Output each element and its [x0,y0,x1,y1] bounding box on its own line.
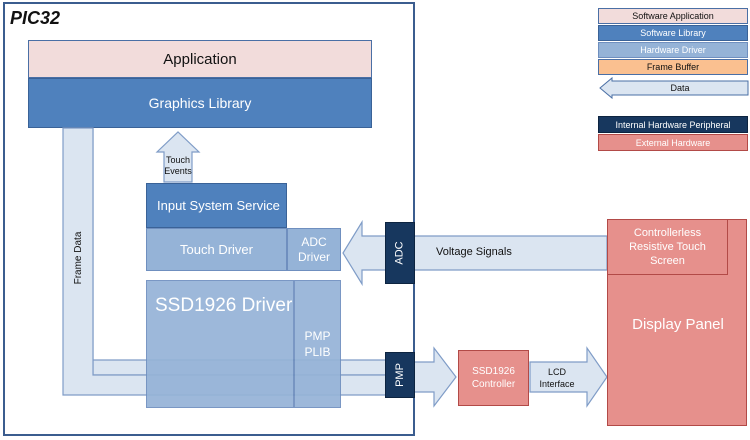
display-panel-label: Display Panel [632,315,724,333]
touch-events-arrow [155,131,201,183]
adc-peripheral-block: ADC [385,222,415,284]
lcd-interface-label: LCD Interface [539,367,575,389]
pic32-title: PIC32 [10,8,61,28]
input-system-service-label: Input System Service [157,198,280,213]
legend-external-hardware: External Hardware [598,134,748,151]
controllerless-touch-block: Controllerless Resistive Touch Screen [607,219,728,275]
pmp-peripheral-block: PMP [385,352,415,398]
legend-internal-hardware-peripheral: Internal Hardware Peripheral [598,116,748,133]
legend-data: Data [670,83,690,93]
ssd1926-controller-block: SSD1926 Controller [458,350,529,406]
voltage-signals-label: Voltage Signals [436,246,512,258]
ssd1926-driver-block: SSD1926 Driver [146,280,294,408]
legend-software-application: Software Application [598,8,748,24]
legend-software-library: Software Library [598,25,748,41]
legend-data-arrow-shape [599,76,749,100]
touch-events-label: Touch Events [164,155,192,176]
adc-driver-block: ADC Driver [287,228,341,271]
graphics-library-block: Graphics Library [28,78,372,128]
pmp-plib-block: PMP PLIB [294,280,341,408]
frame-data-label: Frame Data [72,231,84,285]
input-system-service-block: Input System Service [146,183,287,228]
ssd1926-driver-label: SSD1926 Driver [155,295,293,316]
pmp-peripheral-label: PMP [394,363,406,387]
touch-driver-block: Touch Driver [146,228,287,271]
legend-frame-buffer: Frame Buffer [598,59,748,75]
lcd-interface-arrow [529,346,608,408]
legend-hardware-driver: Hardware Driver [598,42,748,58]
application-block: Application [28,40,372,78]
pmp-to-controller-arrow [412,346,457,408]
adc-peripheral-label: ADC [393,241,406,265]
